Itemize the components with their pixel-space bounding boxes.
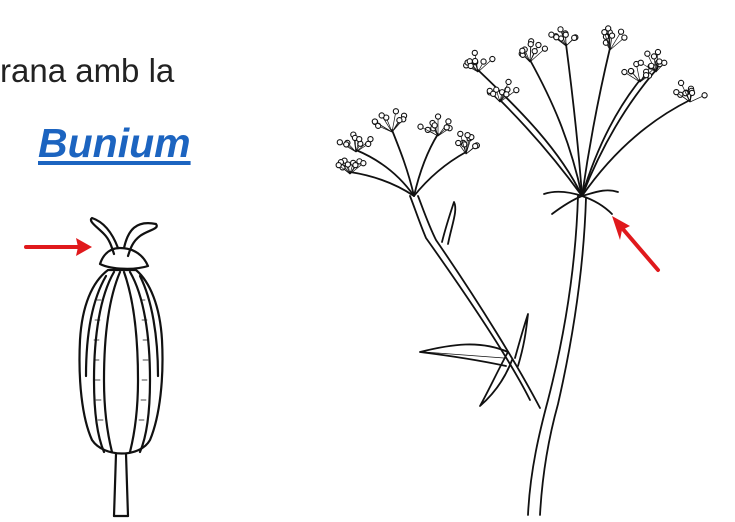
flower-bud bbox=[472, 50, 477, 55]
flower-bud bbox=[361, 161, 366, 166]
flower-bud bbox=[465, 133, 470, 138]
flower-bud bbox=[528, 42, 533, 47]
flower-bud bbox=[458, 131, 463, 136]
flower-bud bbox=[472, 58, 477, 63]
flower-bud bbox=[678, 80, 683, 85]
flower-bud bbox=[542, 46, 547, 51]
umbel-flower-drawing bbox=[350, 44, 690, 515]
flower-bud bbox=[344, 142, 349, 147]
flower-bud bbox=[468, 63, 473, 68]
flower-bud bbox=[536, 42, 541, 47]
flower-bud bbox=[683, 91, 688, 96]
flower-bud bbox=[444, 125, 449, 130]
flower-bud bbox=[622, 35, 627, 40]
red-arrow-involucre bbox=[612, 216, 658, 270]
flower-bud bbox=[655, 49, 660, 54]
flower-bud bbox=[506, 79, 511, 84]
flower-bud bbox=[397, 118, 402, 123]
flower-bud bbox=[372, 119, 377, 124]
flower-bud bbox=[643, 73, 648, 78]
flower-bud bbox=[689, 90, 694, 95]
flower-bud bbox=[345, 162, 350, 167]
flower-bud bbox=[618, 29, 623, 34]
flower-bud bbox=[558, 27, 563, 32]
flower-bud bbox=[638, 60, 643, 65]
flower-bud bbox=[473, 144, 478, 149]
flower-bud bbox=[446, 119, 451, 124]
flower-bud bbox=[549, 32, 554, 37]
flower-bud bbox=[702, 93, 707, 98]
flower-bud bbox=[651, 54, 656, 59]
flower-bud bbox=[490, 56, 495, 61]
flower-bud bbox=[572, 35, 577, 40]
flower-bud bbox=[481, 59, 486, 64]
flower-bud bbox=[645, 51, 650, 56]
red-arrow-stylopodium bbox=[26, 238, 92, 256]
flower-bud bbox=[418, 124, 423, 129]
flower-bud bbox=[357, 137, 362, 142]
flower-bud bbox=[520, 48, 525, 53]
flower-bud bbox=[379, 113, 384, 118]
flower-bud bbox=[366, 141, 371, 146]
flower-bud bbox=[606, 26, 611, 31]
umbellet-flowers bbox=[336, 26, 707, 174]
flower-bud bbox=[504, 92, 509, 97]
flower-bud bbox=[662, 60, 667, 65]
flower-bud bbox=[563, 32, 568, 37]
flower-bud bbox=[456, 140, 461, 145]
flower-bud bbox=[353, 163, 358, 168]
flower-bud bbox=[337, 140, 342, 145]
fruit-drawing bbox=[80, 218, 163, 516]
flower-bud bbox=[554, 35, 559, 40]
flower-bud bbox=[393, 109, 398, 114]
flower-bud bbox=[491, 91, 496, 96]
flower-bud bbox=[649, 63, 654, 68]
flower-bud bbox=[432, 123, 437, 128]
flower-bud bbox=[336, 163, 341, 168]
flower-bud bbox=[609, 33, 614, 38]
flower-bud bbox=[622, 69, 627, 74]
flower-bud bbox=[514, 87, 519, 92]
flower-bud bbox=[532, 49, 537, 54]
flower-bud bbox=[628, 68, 633, 73]
flower-bud bbox=[435, 114, 440, 119]
flower-bud bbox=[674, 90, 679, 95]
